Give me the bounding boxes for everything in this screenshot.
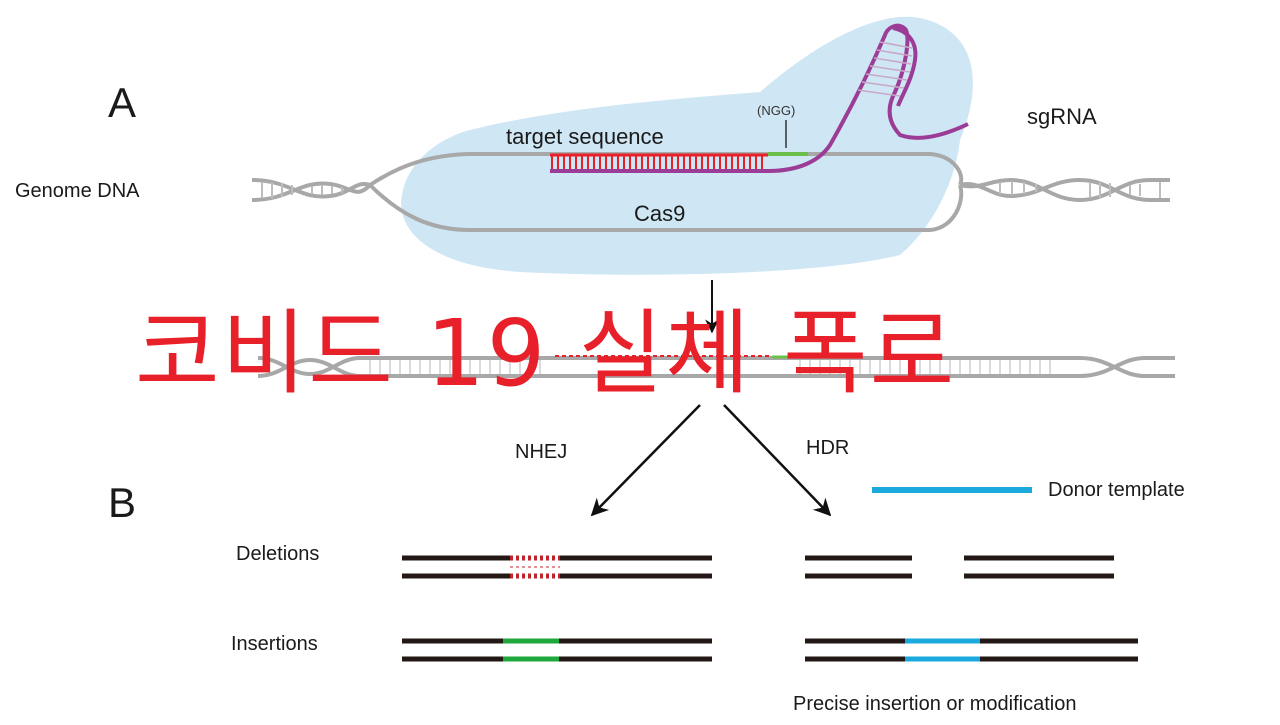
sgrna-hairpin-side	[892, 26, 918, 107]
dna-bottom-strand-opened	[368, 183, 964, 232]
hdr-insertion-strands	[805, 638, 1138, 662]
panel-label-b: B	[108, 479, 137, 526]
nhej-deletion-strands	[402, 555, 712, 579]
nhej-label: NHEJ	[515, 441, 568, 463]
cut-dna-helix	[257, 355, 1175, 378]
arrow-nhej	[590, 404, 701, 517]
genome-dna-label: Genome DNA	[15, 180, 140, 202]
insertions-label: Insertions	[231, 633, 318, 655]
genome-dna-right-helix	[959, 177, 1170, 203]
genome-dna-left-helix	[251, 178, 372, 202]
sgrna-strand	[550, 23, 969, 173]
cas9-protein-blob	[401, 16, 973, 275]
ngg-label: (NGG)	[757, 103, 796, 118]
donor-template-label: Donor template	[1048, 479, 1185, 501]
deletions-label: Deletions	[236, 543, 320, 565]
hdr-label: HDR	[806, 437, 850, 459]
precise-insertion-label: Precise insertion or modification	[793, 693, 1077, 715]
target-sequence-marks	[550, 153, 768, 170]
hdr-broken-strands	[805, 555, 1114, 579]
sgrna-hairpin-rungs	[857, 41, 913, 97]
target-sequence-label: target sequence	[506, 124, 664, 149]
overlay-caption: 코비드 19 실체 폭로	[135, 300, 957, 407]
nhej-insertion-strands	[402, 636, 712, 664]
sgrna-label: sgRNA	[1027, 104, 1097, 129]
cas9-label: Cas9	[634, 201, 686, 226]
arrow-hdr	[723, 404, 832, 517]
dna-top-strand-opened	[368, 152, 964, 187]
panel-label-a: A	[108, 79, 137, 126]
